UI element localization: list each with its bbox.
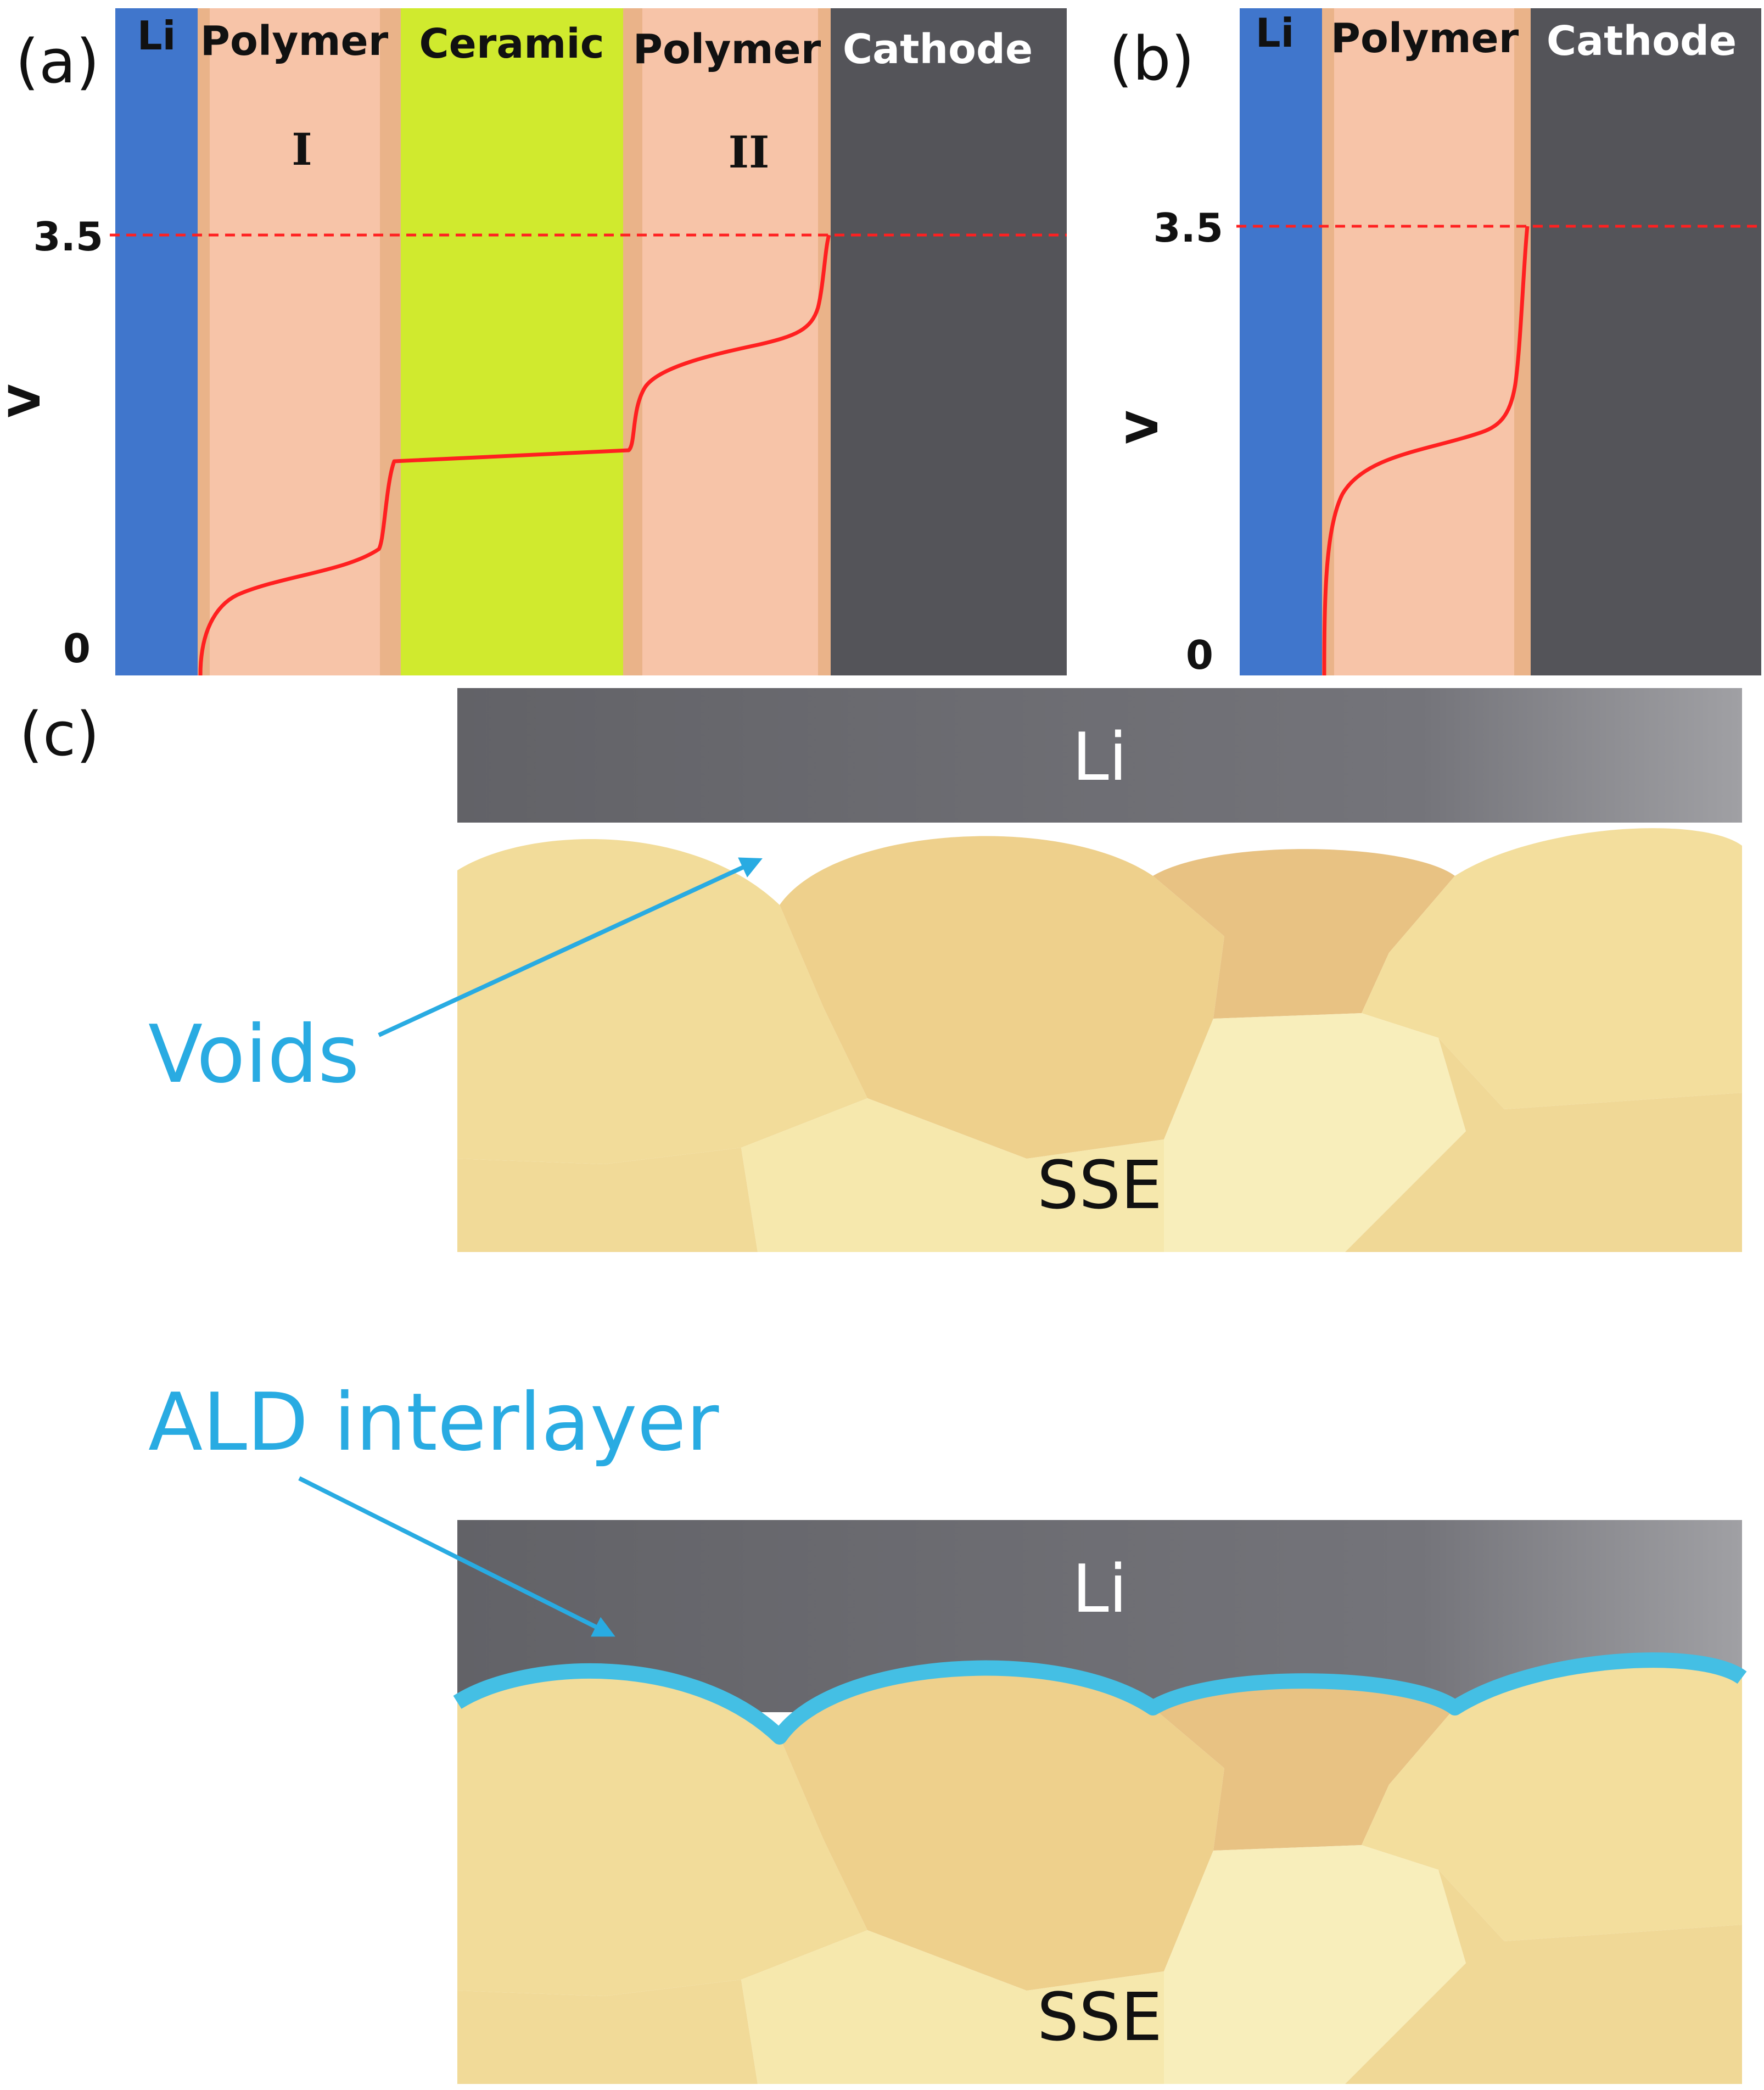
layer-polymer <box>1322 8 1531 675</box>
li-label: Li <box>1072 719 1127 796</box>
voids-callout: Voids <box>148 1008 360 1101</box>
y-axis-label: V <box>1 384 50 417</box>
polymer-1-edge-right <box>380 8 401 675</box>
sse-grain <box>780 1668 1224 1991</box>
panel-a: (a) V 3.5 0 Li Polymer I Ceramic Polymer… <box>1 8 1067 676</box>
sse-grain <box>1153 1681 1455 1851</box>
layer-polymer-label: Polymer <box>1331 15 1519 62</box>
y-tick-top: 3.5 <box>33 214 103 260</box>
layer-li-label: Li <box>137 13 176 59</box>
potential-curve <box>1322 226 1530 676</box>
polymer-edge-right <box>1514 8 1531 675</box>
layer-cathode-label: Cathode <box>843 26 1033 73</box>
layer-polymer-1-label: Polymer <box>200 18 389 65</box>
sse-grain <box>457 839 867 1164</box>
layer-li-label: Li <box>1256 10 1295 56</box>
layer-ceramic <box>401 8 623 675</box>
polymer-2-edge-right <box>818 8 831 675</box>
sse-grain <box>1345 1870 1742 2084</box>
panel-b: (b) V 3.5 0 Li Polymer Cathode <box>1109 8 1761 678</box>
sse-grain <box>1164 1845 1466 2084</box>
sse-label: SSE <box>1037 1980 1162 2056</box>
panel-c: (c) Li SSE Voids <box>19 688 1747 2084</box>
y-tick-top: 3.5 <box>1153 205 1223 251</box>
layer-polymer-2-label: Polymer <box>633 26 821 73</box>
sse-grains <box>457 828 1742 1252</box>
sse-grain <box>1164 1013 1466 1252</box>
layer-polymer-2 <box>623 8 831 675</box>
sse-grains <box>457 1660 1742 2084</box>
panel-a-label: (a) <box>15 26 99 97</box>
sse-grain <box>741 1930 1164 2084</box>
sse-grain <box>1362 1660 1742 1941</box>
sse-grain <box>1345 1038 1742 1252</box>
panel-b-label: (b) <box>1109 24 1195 94</box>
sse-grain <box>457 1980 758 2084</box>
sse-grain <box>1362 828 1742 1109</box>
li-label: Li <box>1072 1551 1127 1628</box>
sse-grain <box>457 1670 867 1996</box>
layer-cathode-label: Cathode <box>1547 18 1737 65</box>
li-metal <box>457 688 1742 823</box>
potential-curve <box>198 234 831 676</box>
voids-arrow <box>378 857 763 1037</box>
y-tick-bottom: 0 <box>63 625 91 672</box>
ald-interlayer-arrow <box>298 1476 615 1637</box>
schematic-ald-interlayer: Li SSE ALD interlayer <box>148 1376 1747 2084</box>
layer-polymer-2-numeral: II <box>729 126 770 178</box>
sse-grain <box>741 1098 1164 1252</box>
y-axis-label: V <box>1118 411 1168 444</box>
schematic-voids: Li SSE Voids <box>148 688 1742 1252</box>
panel-c-label: (c) <box>19 699 99 769</box>
ald-interlayer-callout: ALD interlayer <box>148 1376 719 1469</box>
layer-ceramic-label: Ceramic <box>419 20 604 68</box>
layer-polymer-1-numeral: I <box>292 124 312 175</box>
layer-li <box>115 8 198 675</box>
sse-grain <box>780 836 1224 1159</box>
sse-grain <box>1153 849 1455 1019</box>
polymer-edge-left <box>1322 8 1334 675</box>
sse-label: SSE <box>1037 1148 1162 1224</box>
layer-cathode <box>831 8 1067 675</box>
sse-grain <box>457 1148 758 1252</box>
layer-li <box>1240 8 1322 675</box>
polymer-2-edge-left <box>623 8 642 675</box>
layer-cathode <box>1531 8 1761 675</box>
ald-interlayer <box>453 1652 1747 1745</box>
layer-polymer-1 <box>198 8 401 675</box>
polymer-1-edge-left <box>198 8 210 675</box>
y-tick-bottom: 0 <box>1186 632 1213 678</box>
